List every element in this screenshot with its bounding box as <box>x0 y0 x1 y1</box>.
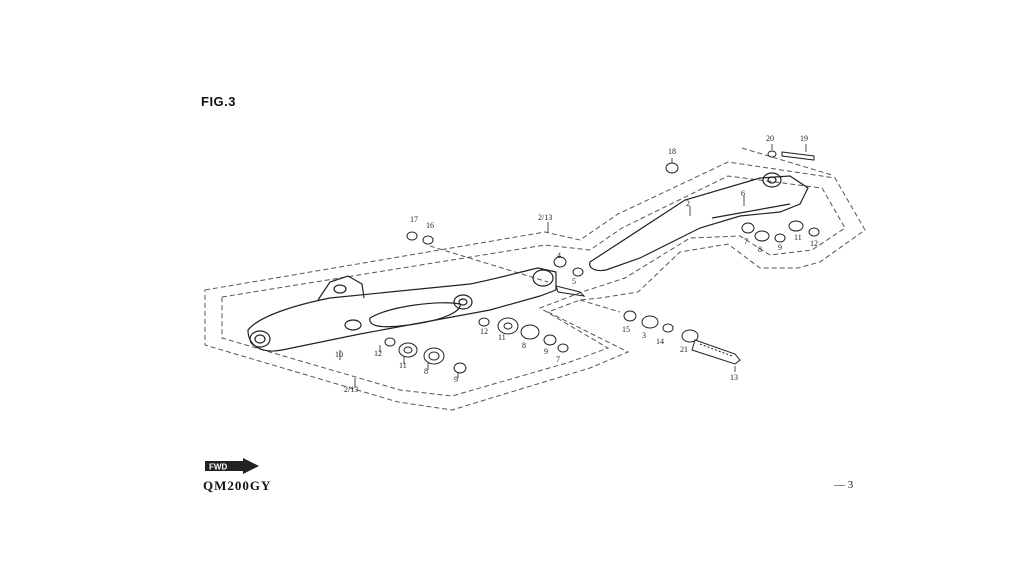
callout-8c: 8 <box>758 245 762 254</box>
callout-12c: 12 <box>810 239 818 248</box>
callout-group-lower: 2/13 <box>344 385 358 394</box>
callout-labels: 18 20 19 6 2 2/13 17 16 4 5 10 12 11 8 9… <box>335 134 818 394</box>
callout-8a: 8 <box>424 367 428 376</box>
callout-21: 21 <box>680 345 688 354</box>
callout-5: 5 <box>572 277 576 286</box>
fwd-label: FWD <box>209 463 227 472</box>
callout-16: 16 <box>426 221 434 230</box>
upper-small-parts <box>406 150 820 297</box>
callout-12b: 12 <box>480 327 488 336</box>
callout-11b: 11 <box>498 333 506 342</box>
brake-lever <box>589 172 809 272</box>
callout-2: 2 <box>686 199 690 208</box>
callout-9a: 9 <box>454 375 458 384</box>
leader-lines <box>339 144 807 388</box>
lower-washer-stack <box>384 337 467 374</box>
callout-12a: 12 <box>374 349 382 358</box>
callout-14: 14 <box>656 337 664 346</box>
callout-9c: 9 <box>778 243 782 252</box>
callout-18: 18 <box>668 147 676 156</box>
forward-arrow-icon: FWD <box>205 458 259 474</box>
callout-7: 7 <box>556 355 560 364</box>
callout-15: 15 <box>622 325 630 334</box>
figure-title: FIG.3 <box>201 94 237 109</box>
callout-7b: 7 <box>744 237 748 246</box>
callout-9b: 9 <box>544 347 548 356</box>
callout-20: 20 <box>766 134 774 143</box>
swing-arm <box>247 267 557 352</box>
callout-17: 17 <box>410 215 418 224</box>
callout-19: 19 <box>800 134 808 143</box>
middle-washer-stack <box>478 317 569 353</box>
right-bolt-stack <box>623 310 741 365</box>
model-name: QM200GY <box>203 478 272 493</box>
callout-11a: 11 <box>399 361 407 370</box>
callout-10: 10 <box>335 350 343 359</box>
callout-11c: 11 <box>794 233 802 242</box>
callout-3: 3 <box>642 331 646 340</box>
callout-13: 13 <box>730 373 738 382</box>
callout-6: 6 <box>741 189 745 198</box>
callout-8b: 8 <box>522 341 526 350</box>
callout-4: 4 <box>557 251 561 260</box>
callout-group-upper: 2/13 <box>538 213 552 222</box>
assembly-boundary <box>204 147 866 411</box>
page-number: — 3 <box>834 479 854 491</box>
